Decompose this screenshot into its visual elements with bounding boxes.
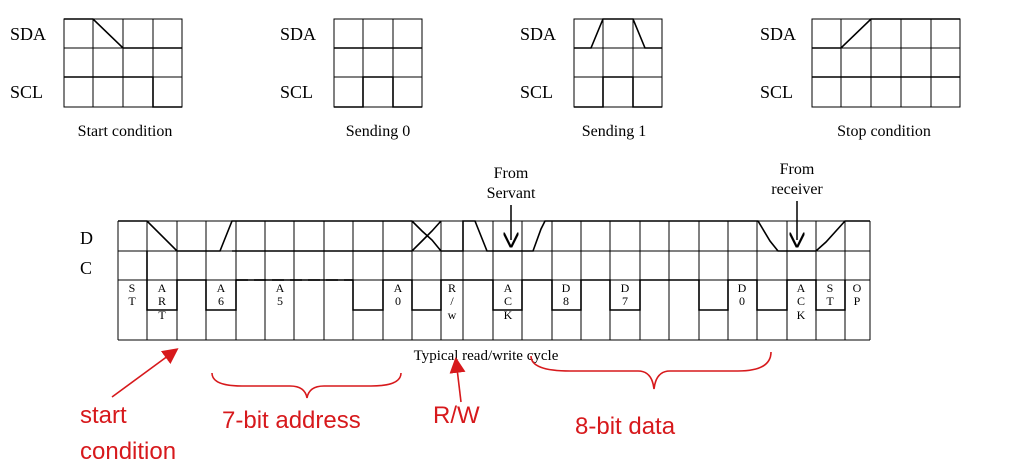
sending-0-panel: SDA SCL Sending 0: [280, 18, 423, 140]
rw-arrow: [449, 356, 466, 403]
cell-st2-1: S: [827, 281, 834, 295]
send0-caption: Sending 0: [346, 123, 410, 140]
cell-art-2: R: [158, 294, 166, 308]
cell-d8-2: 8: [563, 294, 569, 308]
scl-label: SCL: [10, 82, 43, 102]
scl-waveform: [574, 76, 662, 108]
c-line-label: C: [80, 258, 92, 278]
cell-ack2-2: C: [797, 294, 805, 308]
cell-art-1: A: [158, 281, 167, 295]
annotations: start condition 7-bit address R/W 8-bit …: [80, 348, 772, 465]
cell-ack1-1: A: [504, 281, 513, 295]
cell-ack2-3: K: [797, 308, 806, 322]
scl-waveform: [334, 76, 422, 108]
start-arrow: [111, 348, 179, 398]
cell-d8-1: D: [562, 281, 571, 295]
cell-rw-3: w: [448, 308, 457, 322]
grid: [333, 18, 423, 108]
address-brace: [211, 372, 402, 399]
start-condition-panel: SDA SCL Start condition: [10, 18, 183, 140]
cell-d7-2: 7: [622, 294, 628, 308]
start-label-line1: start: [80, 402, 127, 429]
cell-rw-1: R: [448, 281, 456, 295]
sda-label: SDA: [760, 24, 796, 44]
sending-1-panel: SDA SCL Sending 1: [520, 18, 663, 140]
d-waveform: [118, 220, 870, 252]
cell-st2-2: T: [826, 294, 834, 308]
scl-waveform: [64, 76, 182, 108]
sda-label: SDA: [10, 24, 46, 44]
cell-d7-1: D: [621, 281, 630, 295]
c-waveform: [146, 251, 846, 311]
cell-a6-2: 6: [218, 294, 224, 308]
scl-label: SCL: [280, 82, 313, 102]
cell-a5-1: A: [276, 281, 285, 295]
sda-waveform: [574, 18, 662, 49]
stop-caption: Stop condition: [837, 123, 931, 140]
data-label: 8-bit data: [575, 413, 676, 440]
cycle-caption: Typical read/write cycle: [414, 348, 559, 364]
address-label: 7-bit address: [222, 407, 361, 434]
timing-diagram: D C From Servant From receiver: [80, 161, 871, 364]
d-line-label: D: [80, 228, 93, 248]
cell-op-1: O: [853, 281, 862, 295]
cell-a6-1: A: [217, 281, 226, 295]
cell-a5-2: 5: [277, 294, 283, 308]
grid: [811, 18, 961, 108]
cell-op-2: P: [854, 294, 861, 308]
cell-art-3: T: [158, 308, 166, 322]
cell-ack1-2: C: [504, 294, 512, 308]
sda-waveform: [64, 18, 182, 49]
cell-labels: S T A R T A 6 A 5 A 0 R / w A C K D 8 D …: [128, 281, 861, 322]
from-servant-label-line2: Servant: [487, 185, 536, 202]
cell-ack2-1: A: [797, 281, 806, 295]
data-brace: [530, 351, 772, 390]
grid: [63, 18, 183, 108]
cell-d0-1: D: [738, 281, 747, 295]
start-label-line2: condition: [80, 438, 176, 465]
grid: [573, 18, 663, 108]
sda-waveform: [812, 18, 960, 49]
send1-caption: Sending 1: [582, 123, 646, 140]
d-waveform-alt: [232, 220, 442, 252]
scl-label: SCL: [760, 82, 793, 102]
cell-st-2: T: [128, 294, 136, 308]
start-caption: Start condition: [78, 123, 173, 140]
cell-a0-2: 0: [395, 294, 401, 308]
cell-st-1: S: [129, 281, 136, 295]
scl-label: SCL: [520, 82, 553, 102]
rw-label: R/W: [433, 402, 480, 429]
sda-label: SDA: [280, 24, 316, 44]
from-servant-label-line1: From: [494, 165, 529, 182]
cell-a0-1: A: [394, 281, 403, 295]
cell-rw-2: /: [450, 294, 454, 308]
from-receiver-label-line1: From: [780, 161, 815, 178]
cell-d0-2: 0: [739, 294, 745, 308]
cell-ack1-3: K: [504, 308, 513, 322]
stop-condition-panel: SDA SCL Stop condition: [760, 18, 961, 140]
from-receiver-label-line2: receiver: [771, 181, 823, 198]
sda-label: SDA: [520, 24, 556, 44]
